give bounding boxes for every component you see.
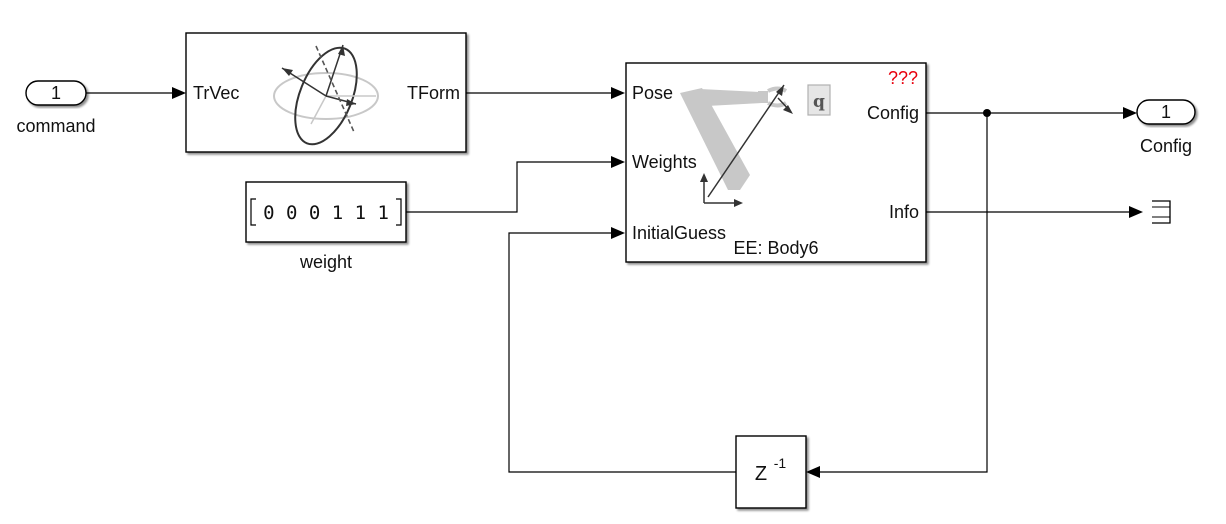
terminator-icon[interactable] bbox=[1152, 200, 1171, 224]
wire-weight-to-weights[interactable] bbox=[406, 161, 613, 213]
outport-config[interactable]: 1 Config bbox=[1136, 99, 1196, 156]
wire-arrowhead bbox=[611, 227, 625, 239]
outport-number: 1 bbox=[1161, 102, 1171, 122]
inport-name: command bbox=[16, 116, 95, 136]
wire-arrowhead bbox=[806, 466, 820, 478]
wire-config-branch-to-delay[interactable] bbox=[818, 113, 988, 473]
outport-shape[interactable] bbox=[1136, 99, 1196, 125]
q-label: q bbox=[813, 92, 825, 112]
wire-arrowhead bbox=[1129, 206, 1143, 218]
weight-value: 0 0 0 1 1 1 bbox=[263, 202, 389, 224]
wire-arrowhead bbox=[611, 156, 625, 168]
delay-base: Z bbox=[755, 463, 767, 485]
trvec-block-body[interactable] bbox=[185, 32, 467, 153]
pose-input-port-label: Pose bbox=[632, 83, 673, 103]
config-output-port-label: Config bbox=[867, 103, 919, 123]
wire-delay-to-initialguess[interactable] bbox=[508, 232, 736, 473]
wire-arrowhead bbox=[1123, 107, 1137, 119]
wire-arrowhead bbox=[611, 87, 625, 99]
delay-exponent: -1 bbox=[774, 455, 787, 471]
weight-block-name: weight bbox=[299, 252, 352, 272]
end-effector-label: EE: Body6 bbox=[733, 238, 818, 258]
unit-delay-block[interactable]: Z -1 bbox=[735, 435, 807, 509]
inport-number: 1 bbox=[51, 83, 61, 103]
initialguess-input-port-label: InitialGuess bbox=[632, 223, 726, 243]
rotation-ellipse-icon bbox=[273, 44, 379, 146]
inport-shape[interactable] bbox=[25, 80, 87, 106]
inverse-kinematics-block[interactable]: q Pose Weights InitialGuess Config Info … bbox=[625, 62, 927, 263]
tform-output-port-label: TForm bbox=[407, 83, 460, 103]
trvec-input-port-label: TrVec bbox=[193, 83, 239, 103]
outport-name: Config bbox=[1140, 136, 1192, 156]
weight-constant-block[interactable]: 0 0 0 1 1 1 weight bbox=[245, 181, 407, 272]
info-output-port-label: Info bbox=[889, 202, 919, 222]
left-bracket-icon bbox=[250, 198, 256, 226]
robot-arm-icon: q bbox=[680, 84, 831, 207]
weights-input-port-label: Weights bbox=[632, 152, 697, 172]
delay-block-body[interactable] bbox=[735, 435, 807, 509]
warning-indicator: ??? bbox=[888, 68, 918, 88]
wire-arrowhead bbox=[172, 87, 186, 99]
weight-block-body[interactable] bbox=[245, 181, 407, 243]
trvec-to-tform-block[interactable]: TrVec TForm bbox=[185, 32, 467, 153]
right-bracket-icon bbox=[396, 198, 402, 226]
signal-lines bbox=[86, 87, 1143, 478]
inport-command[interactable]: 1 command bbox=[16, 80, 96, 136]
